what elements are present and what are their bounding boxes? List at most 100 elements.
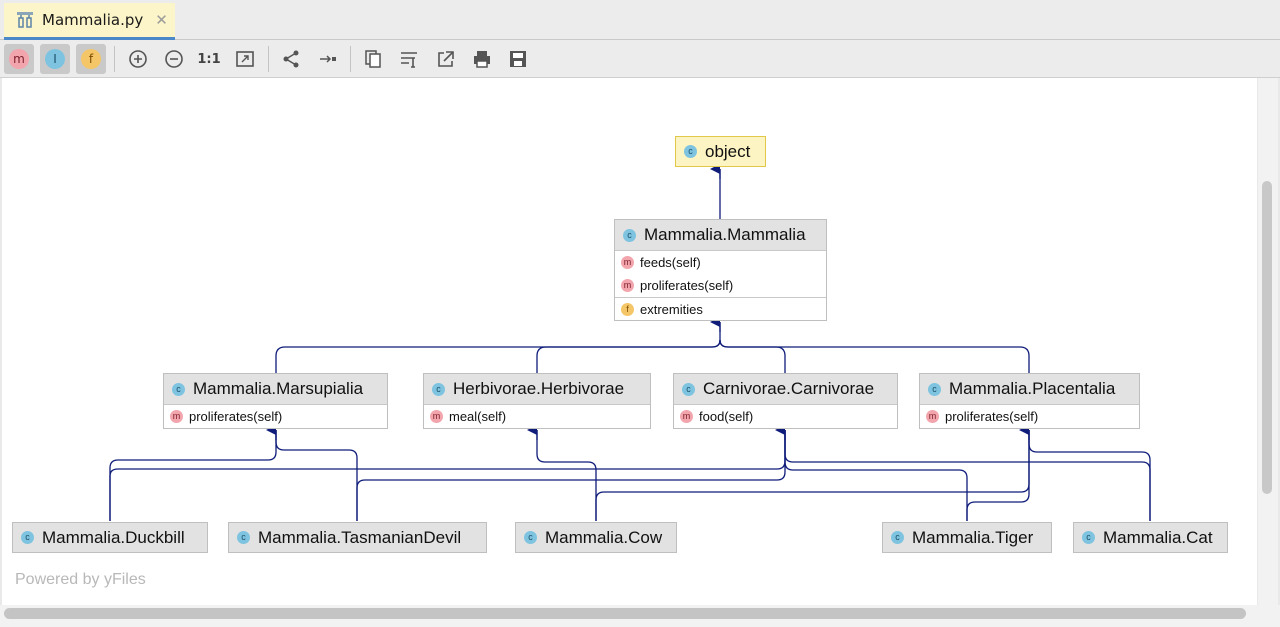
class-name: Mammalia.Placentalia [949, 379, 1116, 398]
zoom-out-icon [165, 50, 183, 68]
edge-cow-placentalia [595, 430, 1030, 521]
class-node-duckbill[interactable]: c Mammalia.Duckbill [12, 522, 208, 553]
class-name: Mammalia.Mammalia [644, 225, 806, 244]
class-name: Mammalia.Duckbill [42, 527, 185, 547]
method-name: proliferates(self) [945, 409, 1039, 424]
edge-marsupialia-mammalia [275, 339, 721, 374]
properties-icon: I [45, 49, 65, 69]
class-icon: c [1082, 531, 1095, 544]
show-properties-toggle[interactable]: I [40, 44, 70, 74]
class-node-tasmaniandevil[interactable]: c Mammalia.TasmanianDevil [228, 522, 487, 553]
edge-labels-button[interactable] [394, 44, 424, 74]
zoom-in-button[interactable] [123, 44, 153, 74]
edge-tiger-placentalia [966, 430, 1030, 521]
fit-content-icon [236, 51, 254, 67]
class-icon: c [21, 531, 34, 544]
methods-icon: m [9, 49, 29, 69]
horizontal-scroll-thumb[interactable] [4, 608, 1246, 619]
horizontal-scrollbar[interactable] [0, 605, 1280, 627]
class-name: Mammalia.Cow [545, 527, 663, 547]
save-icon [510, 51, 526, 67]
layout-button[interactable] [276, 44, 306, 74]
edge-duckbill-marsupialia [109, 430, 277, 521]
inheritance-edges [109, 164, 1151, 521]
printer-icon [474, 51, 490, 68]
method-name: feeds(self) [640, 255, 701, 270]
methods-section: m feeds(self) m proliferates(self) [615, 250, 826, 297]
class-node-placentalia[interactable]: c Mammalia.Placentalia m proliferates(se… [919, 373, 1140, 429]
class-icon: c [682, 382, 695, 396]
vertical-scroll-thumb[interactable] [1262, 181, 1272, 494]
print-button[interactable] [467, 44, 497, 74]
field-icon: f [621, 303, 634, 316]
method-name: meal(self) [449, 409, 507, 424]
method-icon: m [621, 256, 634, 269]
edge-tiger-carnivorae [784, 430, 968, 521]
field-name: extremities [640, 302, 703, 317]
class-icon: c [928, 382, 941, 396]
class-name: Mammalia.Marsupialia [193, 379, 364, 398]
tab-title: Mammalia.py [42, 11, 144, 29]
method-icon: m [170, 410, 183, 423]
class-node-carnivorae[interactable]: c Carnivorae.Carnivorae m food(self) [673, 373, 898, 429]
save-button[interactable] [503, 44, 533, 74]
edge-herbivorae-mammalia [536, 339, 721, 374]
toolbar-separator [350, 46, 351, 72]
edge-placentalia-mammalia [719, 339, 1030, 374]
export-button[interactable] [431, 44, 461, 74]
arrow-right-icon [320, 55, 336, 63]
powered-by-label: Powered by yFiles [15, 571, 146, 588]
class-name: Herbivorae.Herbivorae [453, 379, 625, 398]
export-icon [438, 51, 454, 67]
edge-carnivorae-mammalia [719, 339, 786, 374]
fields-section: f extremities [615, 297, 826, 321]
method-icon: m [430, 410, 443, 423]
editor-tab-bar: Mammalia.py ✕ [0, 0, 1280, 40]
class-name: Mammalia.Cat [1103, 527, 1213, 547]
class-name: object [705, 141, 751, 161]
method-name: proliferates(self) [640, 278, 734, 293]
class-icon: c [237, 531, 250, 544]
fit-content-button[interactable] [230, 44, 260, 74]
class-icon: c [172, 382, 185, 396]
class-icon: c [524, 531, 537, 544]
method-name: proliferates(self) [189, 409, 283, 424]
class-icon: c [623, 228, 636, 242]
class-name: Carnivorae.Carnivorae [703, 379, 875, 398]
method-row: m meal(self) [424, 405, 650, 428]
toolbar-separator [268, 46, 269, 72]
class-name: Mammalia.TasmanianDevil [258, 527, 462, 547]
hierarchic-layout-icon [283, 50, 299, 68]
copy-diagram-button[interactable] [358, 44, 388, 74]
class-node-cat[interactable]: c Mammalia.Cat [1073, 522, 1228, 553]
actual-size-button[interactable]: 1:1 [194, 44, 224, 74]
class-node-marsupialia[interactable]: c Mammalia.Marsupialia m proliferates(se… [163, 373, 388, 429]
method-icon: m [926, 410, 939, 423]
apply-layout-button[interactable] [313, 44, 343, 74]
edge-tasmaniandevil-marsupialia [275, 430, 358, 521]
method-name: food(self) [699, 409, 754, 424]
method-row: m food(self) [674, 405, 897, 428]
class-node-mammalia[interactable]: c Mammalia.Mammalia m feeds(self) m prol… [614, 219, 827, 321]
method-row: m proliferates(self) [164, 405, 387, 428]
close-tab-icon[interactable]: ✕ [155, 11, 168, 29]
tab-mammalia-py[interactable]: Mammalia.py ✕ [4, 3, 175, 40]
field-row: f extremities [615, 298, 826, 321]
class-node-cow[interactable]: c Mammalia.Cow [515, 522, 677, 553]
zoom-out-button[interactable] [159, 44, 189, 74]
edge-cat-carnivorae [784, 430, 1151, 521]
vertical-scrollbar[interactable] [1258, 78, 1278, 605]
class-node-tiger[interactable]: c Mammalia.Tiger [882, 522, 1052, 553]
method-row: m feeds(self) [615, 251, 826, 274]
edge-duckbill-carnivorae [109, 430, 786, 521]
method-icon: m [621, 279, 634, 292]
show-methods-toggle[interactable]: m [4, 44, 34, 74]
class-node-object[interactable]: c object [675, 136, 766, 167]
method-row: m proliferates(self) [615, 274, 826, 297]
class-name: Mammalia.Tiger [912, 527, 1034, 547]
class-icon: c [891, 531, 904, 544]
actual-size-label: 1:1 [197, 51, 221, 67]
diagram-canvas[interactable]: c object c Mammalia.Mammalia m feeds(sel… [2, 78, 1257, 605]
show-fields-toggle[interactable]: f [76, 44, 106, 74]
class-node-herbivorae[interactable]: c Herbivorae.Herbivorae m meal(self) [423, 373, 651, 429]
